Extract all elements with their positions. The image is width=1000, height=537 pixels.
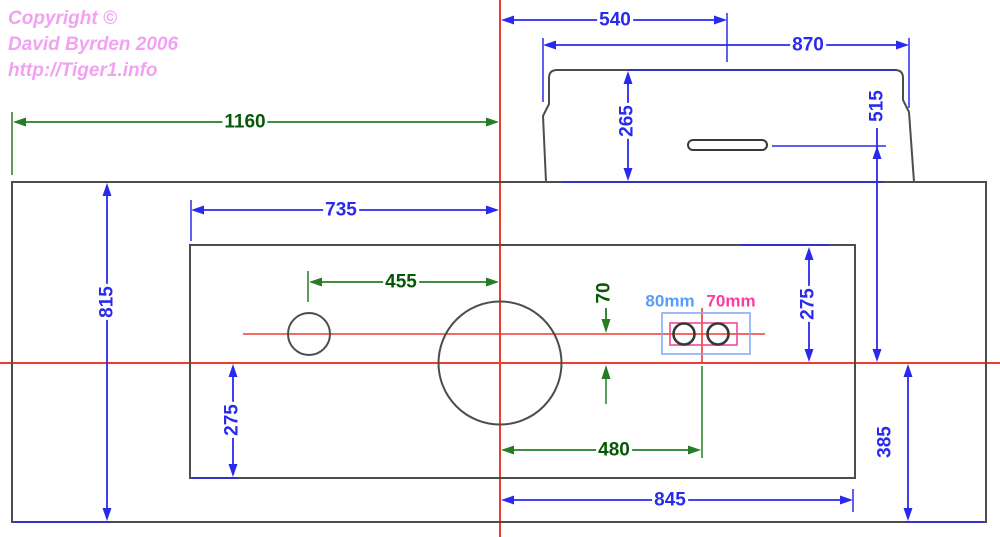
dim-265-label: 265: [616, 103, 638, 139]
dim-275-right-label: 275: [797, 286, 819, 322]
dim-515-label: 515: [866, 88, 888, 124]
twin-hole-right-circle: [706, 322, 730, 346]
dim-870-label: 870: [790, 34, 826, 56]
dim-275-left-label: 275: [221, 402, 243, 438]
copyright-author: David Byrden 2006: [8, 34, 179, 55]
dim-1160-label: 1160: [222, 111, 268, 133]
turret-outline: [541, 69, 915, 183]
vision-slot: [687, 139, 768, 151]
dim-70-label: 70: [593, 280, 615, 306]
copyright-block: Copyright © David Byrden 2006 http://Tig…: [8, 6, 178, 84]
dim-735-label: 735: [323, 199, 359, 221]
highlight-boxes: [661, 312, 751, 355]
copyright-line: Copyright ©: [8, 8, 117, 29]
dim-385-label: 385: [874, 424, 896, 460]
copyright-url: http://Tiger1.info: [8, 60, 158, 81]
dim-480-label: 480: [596, 439, 632, 461]
small-hole-circle: [287, 312, 331, 356]
large-hole-circle: [437, 300, 563, 426]
twin-hole-left-circle: [672, 322, 696, 346]
blue-edge-overlays: [14, 69, 984, 523]
dim-540-label: 540: [597, 9, 633, 31]
hole-80mm-label: 80mm: [643, 291, 697, 311]
hole-70mm-label: 70mm: [704, 291, 758, 311]
blue-dimensions: [102, 13, 913, 521]
dim-845-label: 845: [652, 489, 688, 511]
dim-815-label: 815: [96, 284, 118, 320]
dim-455-label: 455: [383, 271, 419, 293]
box-70mm: [669, 322, 738, 346]
hull-outline: [11, 181, 987, 523]
inner-plate-outline: [189, 244, 856, 479]
box-80mm: [661, 312, 751, 355]
